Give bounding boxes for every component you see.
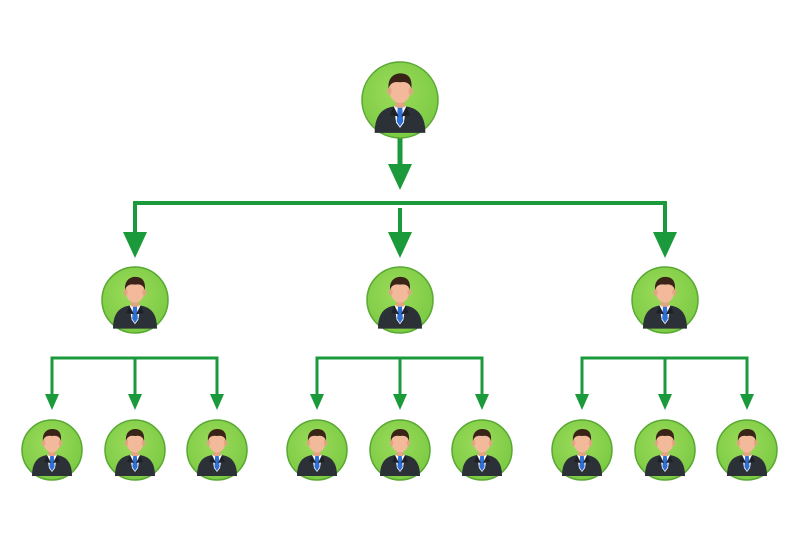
employee-person-node <box>186 419 248 481</box>
businessman-icon <box>197 429 237 476</box>
arrow-head <box>388 232 412 258</box>
businessman-icon <box>462 429 502 476</box>
arrow-head <box>393 394 407 410</box>
businessman-icon <box>380 429 420 476</box>
businessman-icon <box>645 429 685 476</box>
manager-person-node <box>366 266 434 334</box>
employee-person-node <box>634 419 696 481</box>
employee-person-node <box>104 419 166 481</box>
arrow-head <box>653 232 677 258</box>
employee-person-node <box>21 419 83 481</box>
arrow-head <box>123 232 147 258</box>
arrow-head <box>210 394 224 410</box>
manager-person-node <box>101 266 169 334</box>
employee-person-node <box>286 419 348 481</box>
businessman-icon <box>374 73 426 133</box>
arrow-head <box>310 394 324 410</box>
arrow-head <box>475 394 489 410</box>
businessman-icon <box>32 429 72 476</box>
employee-person-node <box>451 419 513 481</box>
arrow-head <box>45 394 59 410</box>
businessman-icon <box>727 429 767 476</box>
businessman-icon <box>378 276 422 329</box>
businessman-icon <box>113 276 157 329</box>
arrow-head <box>575 394 589 410</box>
arrow-head <box>658 394 672 410</box>
businessman-icon <box>297 429 337 476</box>
employee-person-node <box>716 419 778 481</box>
employee-person-node <box>551 419 613 481</box>
person-nodes <box>21 61 778 481</box>
connector-lines <box>45 137 754 410</box>
arrow-head <box>740 394 754 410</box>
arrow-head <box>388 164 412 190</box>
employee-person-node <box>369 419 431 481</box>
manager-person-node <box>631 266 699 334</box>
businessman-icon <box>115 429 155 476</box>
businessman-icon <box>562 429 602 476</box>
businessman-icon <box>643 276 687 329</box>
arrow-head <box>128 394 142 410</box>
root-person-node <box>361 61 439 139</box>
